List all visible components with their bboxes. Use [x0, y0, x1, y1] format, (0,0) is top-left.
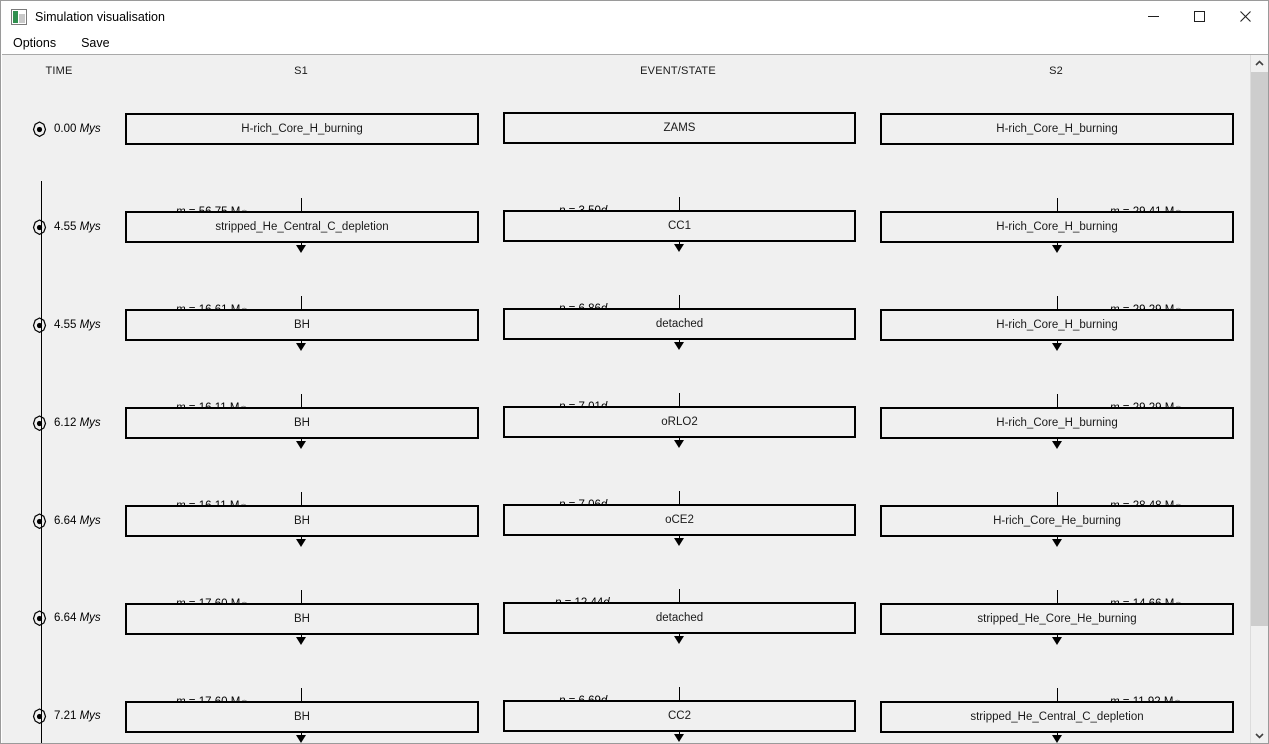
time-marker-row: 0.00 Mys: [30, 118, 101, 140]
connector-arrow: [296, 441, 306, 449]
time-marker-row: 4.55 Mys: [30, 314, 101, 336]
vertical-scrollbar[interactable]: [1250, 55, 1268, 743]
time-label: 6.64 Mys: [54, 515, 101, 527]
s1-state-box[interactable]: stripped_He_Central_C_depletion: [125, 211, 479, 243]
event-state-box[interactable]: CC1: [503, 210, 856, 242]
s2-state-box[interactable]: H-rich_Core_H_burning: [880, 113, 1234, 145]
s2-state-box[interactable]: H-rich_Core_He_burning: [880, 505, 1234, 537]
s2-state-box[interactable]: stripped_He_Central_C_depletion: [880, 701, 1234, 733]
connector-arrow: [296, 637, 306, 645]
time-marker-icon: [30, 218, 49, 237]
time-label: 4.55 Mys: [54, 221, 101, 233]
event-state-box[interactable]: CC2: [503, 700, 856, 732]
time-marker-icon: [30, 707, 49, 726]
connector-arrow: [674, 538, 684, 546]
column-header-event: EVENT/STATE: [640, 65, 716, 77]
event-state-box[interactable]: ZAMS: [503, 112, 856, 144]
window-title: Simulation visualisation: [35, 9, 165, 24]
column-header-s1: S1: [294, 65, 308, 77]
s1-state-box[interactable]: BH: [125, 309, 479, 341]
minimize-button[interactable]: [1130, 1, 1176, 32]
title-bar: Simulation visualisation: [1, 1, 1268, 32]
time-marker-icon: [30, 512, 49, 531]
s2-state-box[interactable]: H-rich_Core_H_burning: [880, 309, 1234, 341]
connector-arrow: [674, 636, 684, 644]
maximize-button[interactable]: [1176, 1, 1222, 32]
window-controls: [1130, 1, 1268, 32]
connector-arrow: [1052, 441, 1062, 449]
s2-state-box[interactable]: H-rich_Core_H_burning: [880, 407, 1234, 439]
s1-state-box[interactable]: BH: [125, 407, 479, 439]
menu-item-options[interactable]: Options: [13, 36, 57, 50]
s1-state-box[interactable]: BH: [125, 603, 479, 635]
diagram-canvas: TIME S1 EVENT/STATE S2 0.00 Mys: [2, 55, 1250, 743]
time-marker-row: 6.64 Mys: [30, 510, 101, 532]
s1-state-box[interactable]: H-rich_Core_H_burning: [125, 113, 479, 145]
time-label: 0.00 Mys: [54, 123, 101, 135]
connector-arrow: [1052, 343, 1062, 351]
event-state-box[interactable]: oCE2: [503, 504, 856, 536]
time-marker-row: 7.21 Mys: [30, 705, 101, 727]
event-state-box[interactable]: oRLO2: [503, 406, 856, 438]
connector-arrow: [296, 245, 306, 253]
connector-arrow: [674, 342, 684, 350]
connector-arrow: [296, 539, 306, 547]
time-marker-row: 6.12 Mys: [30, 412, 101, 434]
diagram-scroll-area[interactable]: TIME S1 EVENT/STATE S2 0.00 Mys: [2, 54, 1268, 743]
time-label: 4.55 Mys: [54, 319, 101, 331]
menu-item-save[interactable]: Save: [81, 36, 110, 50]
event-state-box[interactable]: detached: [503, 308, 856, 340]
time-marker-icon: [30, 316, 49, 335]
connector-arrow: [1052, 245, 1062, 253]
time-marker-icon: [30, 414, 49, 433]
time-marker-icon: [30, 609, 49, 628]
event-state-box[interactable]: detached: [503, 602, 856, 634]
connector-arrow: [1052, 735, 1062, 743]
connector-arrow: [296, 735, 306, 743]
s1-state-box[interactable]: BH: [125, 505, 479, 537]
connector-arrow: [674, 244, 684, 252]
close-button[interactable]: [1222, 1, 1268, 32]
connector-arrow: [1052, 539, 1062, 547]
scrollbar-thumb[interactable]: [1251, 72, 1268, 626]
connector-arrow: [674, 440, 684, 448]
connector-arrow: [674, 734, 684, 742]
connector-arrow: [1052, 637, 1062, 645]
time-marker-row: 4.55 Mys: [30, 216, 101, 238]
time-marker-icon: [30, 120, 49, 139]
time-label: 6.64 Mys: [54, 612, 101, 624]
time-label: 7.21 Mys: [54, 710, 101, 722]
connector-arrow: [296, 343, 306, 351]
menu-bar: Options Save: [1, 32, 1268, 54]
column-header-s2: S2: [1049, 65, 1063, 77]
s2-state-box[interactable]: H-rich_Core_H_burning: [880, 211, 1234, 243]
s1-state-box[interactable]: BH: [125, 701, 479, 733]
s2-state-box[interactable]: stripped_He_Core_He_burning: [880, 603, 1234, 635]
scroll-up-button[interactable]: [1251, 55, 1268, 72]
column-header-time: TIME: [45, 65, 73, 77]
app-icon: [11, 8, 27, 25]
time-marker-row: 6.64 Mys: [30, 607, 101, 629]
scroll-down-button[interactable]: [1251, 727, 1268, 743]
timeline-spine: [41, 181, 42, 743]
time-label: 6.12 Mys: [54, 417, 101, 429]
scrollbar-track[interactable]: [1251, 72, 1268, 727]
